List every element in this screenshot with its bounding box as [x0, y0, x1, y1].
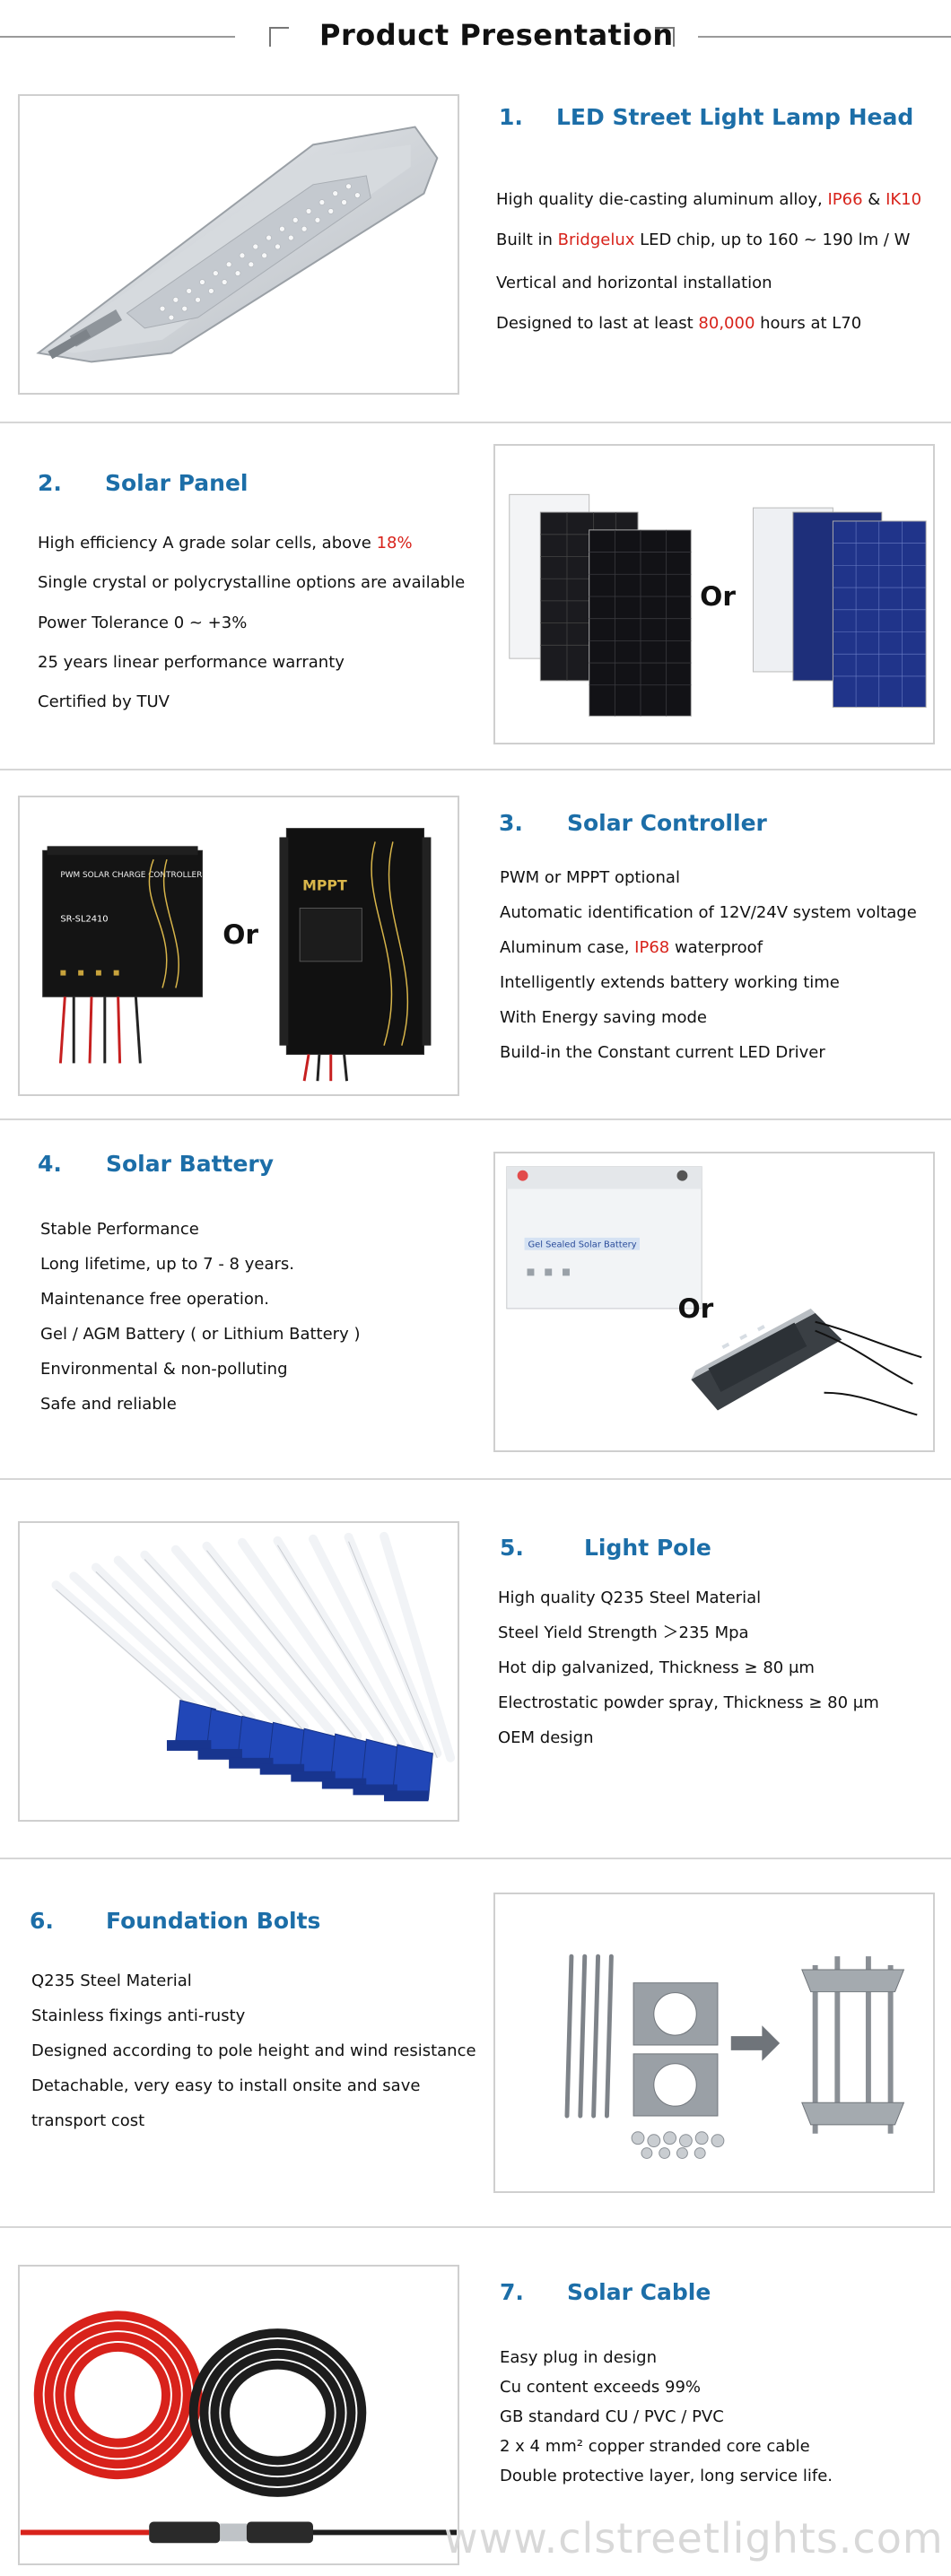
section-4-line-6: Safe and reliable: [40, 1395, 177, 1414]
section-3-line-3: Aluminum case, IP68 waterproof: [500, 938, 763, 957]
section-1-line-4: Designed to last at least 80,000 hours a…: [496, 314, 862, 333]
section-separator: [0, 769, 951, 770]
battery-image: Gel Sealed Solar Battery Or: [493, 1152, 935, 1452]
section-6-line-2: Stainless fixings anti-rusty: [31, 2006, 246, 2025]
header-rule-right: [698, 36, 951, 38]
mppt-label: MPPT: [302, 877, 347, 894]
solar-or-text: Or: [700, 580, 736, 612]
section-5-line-5: OEM design: [498, 1728, 594, 1747]
section-4-number: 4.: [38, 1151, 62, 1177]
section-separator: [0, 1118, 951, 1120]
section-3-number: 3.: [499, 810, 523, 836]
section-1-line-1: High quality die-casting aluminum alloy,…: [496, 190, 922, 209]
section-7-line-1: Easy plug in design: [500, 2348, 657, 2367]
section-3-line-4: Intelligently extends battery working ti…: [500, 973, 840, 992]
section-4-line-2: Long lifetime, up to 7 - 8 years.: [40, 1255, 294, 1274]
section-1-title: LED Street Light Lamp Head: [556, 104, 914, 130]
pwm-label: PWM SOLAR CHARGE CONTROLLER: [60, 871, 202, 880]
section-3-line-1: PWM or MPPT optional: [500, 868, 680, 887]
section-7-line-4: 2 x 4 mm² copper stranded core cable: [500, 2437, 810, 2456]
page-title: Product Presentation: [319, 18, 674, 52]
cable-image: [18, 2265, 459, 2565]
header-corner-left: [269, 27, 289, 47]
section-5-line-3: Hot dip galvanized, Thickness ≥ 80 μm: [498, 1658, 815, 1677]
controller-model: SR-SL2410: [60, 914, 108, 924]
section-separator: [0, 422, 951, 423]
section-2-line-3: Power Tolerance 0 ~ +3%: [38, 614, 248, 632]
section-4-line-3: Maintenance free operation.: [40, 1290, 269, 1309]
section-6-title: Foundation Bolts: [106, 1908, 321, 1934]
section-7-line-3: GB standard CU / PVC / PVC: [500, 2407, 724, 2426]
section-4-line-4: Gel / AGM Battery ( or Lithium Battery ): [40, 1325, 361, 1344]
section-4-title: Solar Battery: [106, 1151, 275, 1177]
battery-or-text: Or: [677, 1292, 713, 1324]
section-7-line-2: Cu content exceeds 99%: [500, 2378, 702, 2397]
section-7-title: Solar Cable: [567, 2279, 711, 2305]
section-6-line-4: Detachable, very easy to install onsite …: [31, 2076, 421, 2095]
section-2-line-1: High efficiency A grade solar cells, abo…: [38, 534, 413, 553]
pole-image: [18, 1521, 459, 1822]
bolts-image: [493, 1893, 935, 2193]
section-1-line-2: Built in Bridgelux LED chip, up to 160 ~…: [496, 231, 911, 249]
lamp-head-image: [18, 94, 459, 395]
section-5-line-4: Electrostatic powder spray, Thickness ≥ …: [498, 1693, 879, 1712]
section-separator: [0, 1858, 951, 1859]
controller-image: PWM SOLAR CHARGE CONTROLLER SR-SL2410 Or…: [18, 796, 459, 1096]
section-4-line-1: Stable Performance: [40, 1220, 199, 1239]
section-2-line-4: 25 years linear performance warranty: [38, 653, 345, 672]
section-3-line-2: Automatic identification of 12V/24V syst…: [500, 903, 917, 922]
section-5-title: Light Pole: [584, 1535, 711, 1561]
header-rule-left: [0, 36, 235, 38]
controller-or-text: Or: [222, 918, 258, 950]
header-corner-right: [655, 27, 675, 47]
section-7-number: 7.: [500, 2279, 524, 2305]
section-6-line-5: transport cost: [31, 2111, 145, 2130]
section-5-line-1: High quality Q235 Steel Material: [498, 1588, 762, 1607]
section-5-line-2: Steel Yield Strength ＞235 Mpa: [498, 1623, 749, 1642]
section-3-title: Solar Controller: [567, 810, 767, 836]
battery-label: Gel Sealed Solar Battery: [528, 1240, 637, 1250]
section-3-line-5: With Energy saving mode: [500, 1008, 707, 1027]
section-2-line-5: Certified by TUV: [38, 692, 170, 711]
section-3-line-6: Build-in the Constant current LED Driver: [500, 1043, 825, 1062]
section-6-number: 6.: [30, 1908, 54, 1934]
section-6-line-3: Designed according to pole height and wi…: [31, 2041, 476, 2060]
section-1-number: 1.: [499, 104, 523, 130]
section-7-line-5: Double protective layer, long service li…: [500, 2467, 833, 2485]
section-6-line-1: Q235 Steel Material: [31, 1971, 192, 1990]
watermark: www.clstreetlights.com: [444, 2514, 944, 2563]
section-2-line-2: Single crystal or polycrystalline option…: [38, 573, 466, 592]
section-2-title: Solar Panel: [105, 470, 249, 496]
section-1-line-3: Vertical and horizontal installation: [496, 274, 772, 292]
section-separator: [0, 2226, 951, 2228]
solar-panel-image: Or: [493, 444, 935, 744]
section-5-number: 5.: [500, 1535, 524, 1561]
section-2-number: 2.: [38, 470, 62, 496]
section-separator: [0, 1478, 951, 1480]
section-4-line-5: Environmental & non-polluting: [40, 1360, 288, 1379]
